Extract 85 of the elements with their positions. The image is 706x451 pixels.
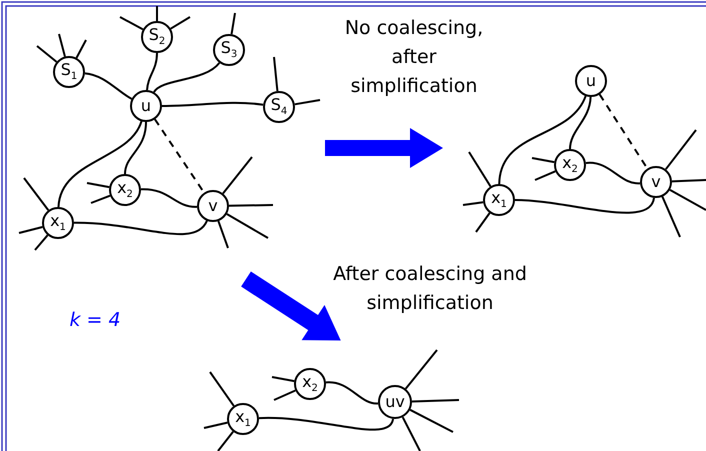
vertex-circle [483, 184, 515, 216]
stub-line [462, 201, 484, 206]
graph-edge [84, 72, 132, 100]
graph-edge [58, 120, 142, 208]
caption-text: No coalescing, after simplification [344, 16, 484, 99]
stub-line [23, 177, 50, 211]
vertex-circle [575, 65, 607, 97]
stub-line [475, 212, 490, 233]
vertex-circle [640, 166, 672, 198]
graph-edge [74, 220, 208, 236]
stub-line [36, 45, 58, 63]
stub-line [412, 399, 460, 402]
stub-line [532, 157, 554, 164]
vertex-circle [294, 368, 326, 400]
stub-line [222, 156, 253, 194]
stub-line [272, 376, 294, 382]
vertex-label: x$_{1}$ [50, 213, 66, 233]
vertex-circle [130, 90, 162, 122]
stub-line [273, 56, 278, 92]
vertex-circle [42, 207, 74, 239]
parameter-label: k = 4 [68, 308, 122, 333]
vertex-label: S$_{1}$ [60, 62, 78, 82]
vertex-circle [263, 91, 295, 123]
stub-line [204, 422, 228, 429]
stub-line [228, 204, 274, 207]
stub-line [34, 234, 48, 251]
stub-line [672, 179, 706, 182]
stub-line [669, 188, 706, 211]
graph-edge [326, 381, 378, 404]
vertex-circle [197, 190, 229, 222]
graph-edge [140, 188, 198, 208]
graph-edge [586, 162, 640, 184]
graph-edge [514, 198, 655, 214]
dashed-edge [598, 94, 648, 170]
stub-line [86, 182, 110, 188]
stub-line [664, 129, 697, 170]
vertex-label: x$_{1}$ [491, 190, 507, 210]
vertex-label: x$_{1}$ [235, 409, 251, 429]
graph-edge [146, 52, 158, 90]
graph-edge [162, 102, 264, 107]
stub-line [58, 34, 66, 57]
vertex-label: v [651, 174, 661, 190]
vertex-circle [554, 149, 586, 181]
stub-line [661, 196, 681, 238]
stub-line [170, 16, 191, 30]
stub-line [294, 99, 320, 106]
stub-line [410, 408, 454, 433]
dashed-edge [154, 118, 205, 194]
vertex-circle [109, 174, 141, 206]
vertex-circle [378, 385, 412, 419]
caption-text: After coalescing and simplification [332, 262, 528, 316]
graph-edge [498, 96, 587, 184]
graph-edge [124, 122, 147, 174]
vertex-label: S$_{3}$ [220, 40, 238, 60]
vertex-circle [213, 34, 245, 66]
stub-line [468, 151, 492, 187]
stub-line [156, 6, 158, 21]
vertex-circle [53, 56, 85, 88]
stub-line [76, 40, 87, 58]
stub-line [120, 16, 144, 30]
stub-line [18, 226, 43, 234]
vertex-label: x$_{2}$ [117, 180, 133, 200]
graph-edge [153, 62, 220, 93]
stub-line [217, 220, 229, 248]
vertex-circle [227, 403, 259, 435]
stub-line [226, 213, 268, 239]
vertex-label: v [208, 198, 218, 214]
vertex-label: S$_{4}$ [270, 97, 288, 117]
vertex-label: x$_{2}$ [302, 374, 318, 394]
stub-line [404, 349, 438, 390]
vertex-label: x$_{2}$ [562, 155, 578, 175]
vertex-label: S$_{2}$ [148, 27, 166, 47]
graph-edge [258, 417, 394, 431]
stub-line [534, 170, 556, 181]
vertex-circle [141, 21, 173, 53]
stub-line [209, 371, 235, 406]
stub-line [90, 194, 110, 204]
stub-line [230, 12, 236, 34]
vertex-label: u [586, 73, 596, 89]
vertex-label: uv [385, 394, 405, 410]
stub-line [402, 416, 421, 451]
graph-edge [569, 96, 592, 150]
vertex-label: u [140, 98, 152, 114]
stub-line [274, 390, 296, 401]
stub-line [217, 431, 234, 451]
